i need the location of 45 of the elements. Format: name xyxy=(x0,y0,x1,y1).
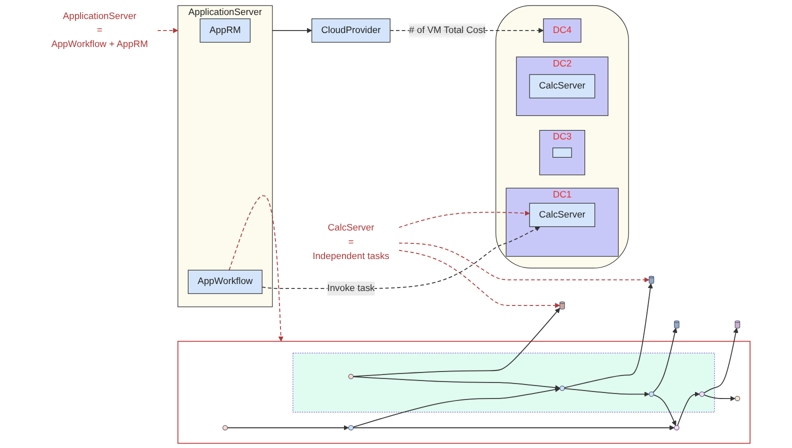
node-box: AppWorkflow xyxy=(188,270,262,294)
arrow xyxy=(352,387,560,428)
node-box: CloudProvider xyxy=(312,18,390,43)
arrow xyxy=(653,394,676,426)
arrow xyxy=(352,376,560,390)
cluster xyxy=(496,5,629,268)
node-cylinder xyxy=(560,301,565,310)
arrow xyxy=(272,28,312,34)
arrow xyxy=(156,28,178,34)
node-circle xyxy=(648,392,654,397)
arrow xyxy=(352,425,675,430)
node-box xyxy=(552,148,572,158)
node-circle xyxy=(348,374,354,380)
node-text: ApplicationServer = AppWorkflow + AppRM xyxy=(51,11,148,50)
cluster xyxy=(292,352,715,412)
node-box: CalcServer xyxy=(529,202,596,227)
node-box: AppRM xyxy=(200,18,250,43)
node-box: DC4 xyxy=(543,18,582,43)
node-box: CalcServer xyxy=(529,74,596,98)
node-cylinder xyxy=(674,320,680,328)
arrow xyxy=(398,210,530,228)
arrow xyxy=(564,283,653,388)
node-cylinder xyxy=(734,320,740,328)
node-circle xyxy=(222,425,228,430)
arrow xyxy=(704,394,736,402)
node-text: CalcServer = Independent tasks xyxy=(312,223,390,262)
arrow xyxy=(352,308,560,377)
arrow xyxy=(704,328,738,394)
node-circle xyxy=(560,386,565,391)
arrow xyxy=(398,250,560,308)
cluster: DC3 xyxy=(539,130,586,176)
node-circle xyxy=(674,425,680,430)
edge-label: # of VM Total Cost xyxy=(409,25,486,36)
arrow xyxy=(652,328,678,393)
node-circle xyxy=(734,396,740,402)
node-circle xyxy=(348,425,354,430)
arrow xyxy=(228,195,284,342)
node-cylinder xyxy=(648,276,654,284)
arrow xyxy=(398,242,650,282)
arrow xyxy=(677,392,700,426)
node-circle xyxy=(699,392,705,397)
arrow xyxy=(227,425,349,430)
arrow xyxy=(564,388,650,397)
cluster xyxy=(177,340,751,444)
edge-label: Invoke task xyxy=(327,283,375,294)
